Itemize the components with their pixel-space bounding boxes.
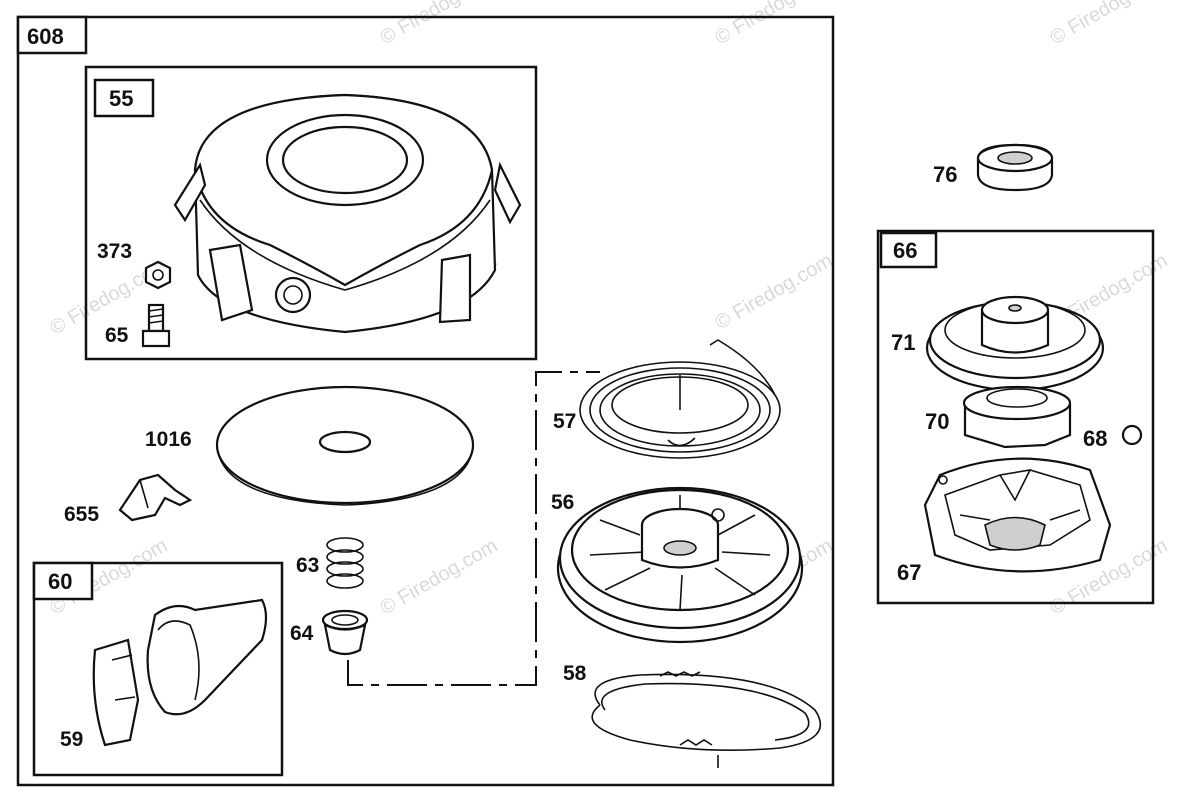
label-58: 58 xyxy=(563,662,587,685)
label-76: 76 xyxy=(933,162,957,187)
group-tag-main xyxy=(16,15,88,55)
label-1016: 1016 xyxy=(145,428,192,451)
watermark-2: © Firedog.com xyxy=(712,0,837,49)
recoil-spring-57-part xyxy=(579,339,781,459)
spring-63-part xyxy=(326,537,364,589)
nut-part xyxy=(144,260,172,290)
seal-76-part xyxy=(976,143,1054,192)
group-tag-handle xyxy=(32,561,94,601)
watermark-1: © Firedog.com xyxy=(377,0,502,49)
bolt-part xyxy=(141,303,171,348)
washer-1016-part xyxy=(215,385,475,506)
group-box-main xyxy=(16,15,835,787)
label-63: 63 xyxy=(296,554,319,577)
group-tag-clutch xyxy=(879,231,938,269)
label-64: 64 xyxy=(290,622,314,645)
label-70: 70 xyxy=(925,409,949,434)
label-57: 57 xyxy=(553,410,576,433)
watermark-6: © Firedog.com xyxy=(712,250,837,335)
group-box-housing xyxy=(84,65,538,361)
watermark-3: © Firedog.com xyxy=(1047,0,1172,49)
bushing-64-part xyxy=(321,609,369,656)
pulley-56-part xyxy=(556,486,804,644)
group-box-clutch xyxy=(876,229,1155,605)
label-65: 65 xyxy=(105,324,129,347)
label-67: 67 xyxy=(897,560,921,585)
group-box-handle xyxy=(32,561,284,777)
clutch-71-part xyxy=(925,295,1105,392)
label-373: 373 xyxy=(97,240,132,263)
assembly-line xyxy=(347,371,600,686)
group-label-housing: 55 xyxy=(109,86,133,111)
clip-655-part xyxy=(118,473,193,522)
label-71: 71 xyxy=(891,330,915,355)
label-59: 59 xyxy=(60,728,83,751)
blower-housing-part xyxy=(173,93,522,334)
watermark-9: © Firedog.com xyxy=(377,535,502,620)
clutch-housing-67-part xyxy=(923,457,1112,573)
group-label-main: 608 xyxy=(27,24,64,49)
label-56: 56 xyxy=(551,491,574,514)
group-tag-housing xyxy=(93,78,155,118)
handle-part xyxy=(92,598,268,747)
ball-68-part xyxy=(1121,424,1143,446)
ratchet-70-part xyxy=(962,385,1072,449)
group-label-clutch: 66 xyxy=(893,238,917,263)
rope-58-part xyxy=(591,671,821,768)
label-68: 68 xyxy=(1083,426,1107,451)
group-label-handle: 60 xyxy=(48,569,72,594)
label-655: 655 xyxy=(64,503,99,526)
